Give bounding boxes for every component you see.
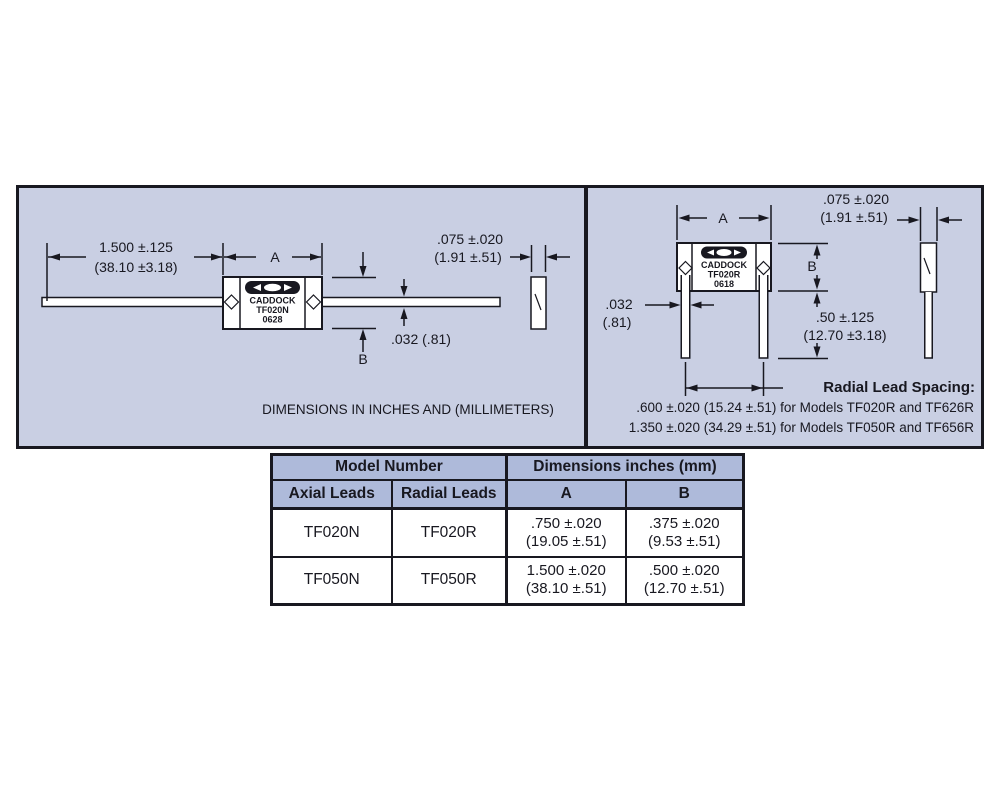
axial-leads-column-header: Axial Leads xyxy=(270,478,393,510)
radial-dimension-lines xyxy=(645,205,962,396)
dim-b-cell: .375 ±.020 (9.53 ±.51) xyxy=(624,507,745,558)
axial-right-lead xyxy=(317,296,501,308)
radial-lead-dia-mm: (.81) xyxy=(603,314,632,330)
radial-side-view-lead xyxy=(924,292,933,359)
model-number-group-header: Model Number xyxy=(270,453,508,481)
radial-lead-spacing-title: Radial Lead Spacing: xyxy=(823,379,975,396)
radial-lead-dia-inches: .032 xyxy=(605,296,632,312)
axial-dimension-arrowheads xyxy=(49,253,557,340)
radial-body-date: 0618 xyxy=(714,279,734,289)
dimensions-group-header: Dimensions inches (mm) xyxy=(505,453,745,481)
dimensions-note: DIMENSIONS IN INCHES AND (MILLIMETERS) xyxy=(262,402,554,417)
axial-view: CADDOCK TF020N 0628 xyxy=(41,231,570,417)
axial-width-mm: (1.91 ±.51) xyxy=(434,249,502,265)
axial-length-inches: 1.500 ±.125 xyxy=(99,239,173,255)
axial-left-lead xyxy=(41,296,228,308)
radial-body-model: TF020R xyxy=(708,270,741,280)
axial-side-view-mark xyxy=(534,293,542,311)
dim-b-column-header: B xyxy=(624,478,745,510)
dim-a-cell: .750 ±.020 (19.05 ±.51) xyxy=(505,507,627,558)
axial-width-inches: .075 ±.020 xyxy=(437,231,503,247)
radial-dim-a-label: A xyxy=(718,210,728,226)
axial-dim-a-label: A xyxy=(270,249,280,265)
axial-body-caps xyxy=(239,277,306,329)
radial-side-view-mark xyxy=(923,257,931,275)
dim-a-cell: 1.500 ±.020 (38.10 ±.51) xyxy=(505,555,627,606)
spec-table: Model Number Dimensions inches (mm) Axia… xyxy=(270,453,745,606)
radial-width-mm: (1.91 ±.51) xyxy=(820,209,888,225)
radial-dimension-arrowheads xyxy=(669,214,949,392)
radial-body-caps xyxy=(691,243,757,291)
radial-dim-b-label: B xyxy=(807,258,816,274)
diagram-panel xyxy=(16,185,984,449)
axial-model-cell: TF020N xyxy=(270,507,393,558)
radial-left-notch xyxy=(678,260,693,276)
radial-right-lead xyxy=(758,275,769,359)
axial-body-date: 0628 xyxy=(262,315,282,325)
radial-leads-column-header: Radial Leads xyxy=(390,478,508,510)
table-row: TF050N TF050R 1.500 ±.020 (38.10 ±.51) .… xyxy=(270,555,745,606)
radial-view: CADDOCK TF020R 0618 xyxy=(603,191,975,435)
dim-b-mm: (12.70 ±.51) xyxy=(643,580,725,598)
axial-dim-b-label: B xyxy=(358,351,367,367)
caddock-logo-icon xyxy=(245,281,300,294)
radial-model-cell: TF050R xyxy=(390,555,508,606)
axial-body-brand: CADDOCK xyxy=(250,296,296,306)
axial-left-notch xyxy=(223,294,240,310)
radial-lead-spacing-line2: 1.350 ±.020 (34.29 ±.51) for Models TF05… xyxy=(629,420,975,435)
dim-b-mm: (9.53 ±.51) xyxy=(648,532,721,550)
dim-a-mm: (38.10 ±.51) xyxy=(525,580,607,598)
spec-table-container: Model Number Dimensions inches (mm) Axia… xyxy=(270,453,745,606)
dim-b-cell: .500 ±.020 (12.70 ±.51) xyxy=(624,555,745,606)
table-row: TF020N TF020R .750 ±.020 (19.05 ±.51) .3… xyxy=(270,507,745,558)
dim-a-mm: (19.05 ±.51) xyxy=(525,532,607,550)
radial-side-view xyxy=(919,242,938,293)
radial-width-inches: .075 ±.020 xyxy=(823,191,889,207)
radial-lead-length-mm: (12.70 ±3.18) xyxy=(803,327,886,343)
radial-body-brand: CADDOCK xyxy=(701,260,747,270)
radial-right-notch xyxy=(756,260,771,276)
dim-a-column-header: A xyxy=(505,478,627,510)
radial-lead-spacing-line1: .600 ±.020 (15.24 ±.51) for Models TF020… xyxy=(636,400,974,415)
caddock-logo-icon xyxy=(701,246,747,259)
axial-lead-diameter: .032 (.81) xyxy=(391,331,451,347)
dim-b-inches: .500 ±.020 xyxy=(648,562,720,580)
axial-body-model: TF020N xyxy=(256,305,289,315)
dim-b-inches: .375 ±.020 xyxy=(648,514,720,532)
radial-model-cell: TF020R xyxy=(390,507,508,558)
dim-a-inches: .750 ±.020 xyxy=(530,514,602,532)
radial-left-lead xyxy=(680,275,691,359)
axial-model-cell: TF050N xyxy=(270,555,393,606)
dim-a-inches: 1.500 ±.020 xyxy=(526,562,606,580)
axial-right-notch xyxy=(305,294,322,310)
axial-length-mm: (38.10 ±3.18) xyxy=(94,259,177,275)
radial-lead-length-inches: .50 ±.125 xyxy=(816,309,874,325)
